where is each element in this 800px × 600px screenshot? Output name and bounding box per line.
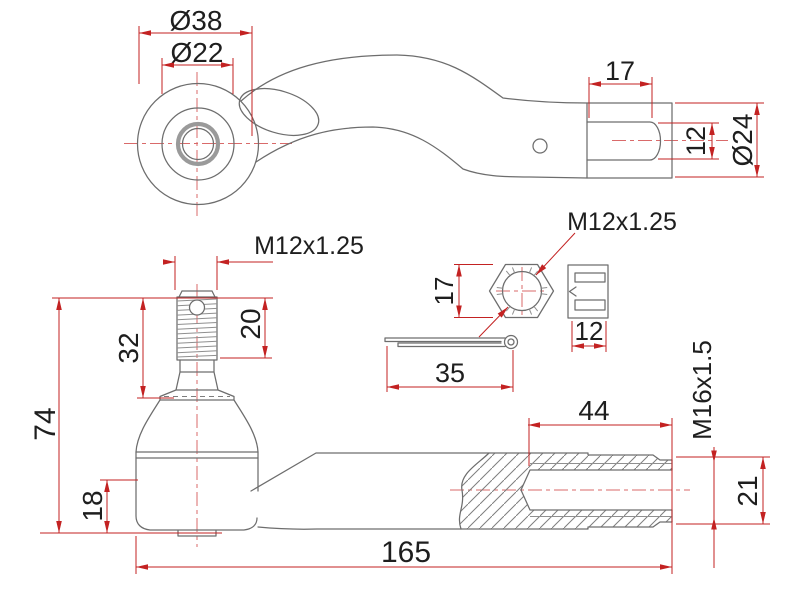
dim-dia38: Ø38	[138, 5, 253, 136]
cotter-pin-loop-outer	[503, 334, 519, 350]
dim-label-dia22: Ø22	[171, 37, 224, 68]
nut-thread-callout: M12x1.25	[478, 208, 677, 338]
nut-thread-hole	[501, 270, 543, 312]
dim-dia22: Ø22	[161, 37, 234, 94]
internal-bore	[520, 469, 673, 511]
section-hatching	[459, 453, 672, 529]
nut-castellations	[496, 267, 548, 315]
dim-label-socket-17: 17	[605, 56, 635, 86]
ball-stud	[159, 290, 235, 401]
cotter-pin-hole	[188, 299, 206, 316]
dim-label-20: 20	[235, 308, 266, 339]
dim-20: 20	[220, 298, 272, 359]
dim-nut-17: 17	[429, 264, 493, 318]
nut-side-slots	[568, 272, 606, 311]
housing-and-boot	[135, 399, 259, 537]
cotter-pin	[384, 334, 519, 350]
stud-thread-label: M12x1.25	[254, 232, 364, 260]
castle-nut-side	[567, 264, 609, 319]
housing-body	[135, 451, 259, 537]
dim-label-nut-12: 12	[575, 316, 604, 346]
internal-thread-lines	[530, 463, 672, 517]
nut-centerlines	[496, 267, 548, 316]
dim-label-nut-17: 17	[429, 277, 459, 306]
dust-boot	[135, 399, 259, 459]
cotter-pin-prongs	[384, 337, 506, 348]
top-view: Ø38 Ø22 17 12 Ø24	[124, 5, 764, 218]
dim-32: 32	[113, 298, 174, 399]
dim-21: 21	[676, 456, 770, 525]
ball-stud-hole	[181, 127, 215, 161]
arm-lower-edge	[255, 126, 588, 179]
dim-label-18: 18	[77, 490, 108, 521]
arm-hole	[532, 138, 548, 154]
dim-stud-thread: M12x1.25	[163, 232, 364, 290]
dim-label-165: 165	[381, 536, 431, 569]
dim-label-dia24: Ø24	[727, 114, 758, 167]
arm-boss-outline	[238, 87, 320, 137]
cotter-pin-loop-inner	[507, 338, 515, 346]
dim-dia24: Ø24	[675, 102, 764, 178]
dim-label-dia38: Ø38	[170, 5, 223, 36]
dim-label-slot-12: 12	[681, 126, 711, 156]
socket-outline	[586, 102, 673, 179]
ball-housing-outer-circle	[136, 82, 260, 206]
rod-tube	[250, 452, 673, 530]
dim-nut-12: 12	[571, 316, 607, 352]
dim-165: 165	[135, 418, 673, 574]
side-view: M12x1.25 74 32 20 18	[29, 232, 770, 574]
dim-socket-17: 17	[588, 56, 653, 118]
dim-label-21: 21	[732, 475, 763, 506]
nut-side-outline	[567, 264, 609, 319]
dim-label-32: 32	[113, 332, 144, 363]
dim-label-pin-35: 35	[435, 358, 465, 388]
nut-thread-label: M12x1.25	[567, 208, 677, 236]
socket-slot	[586, 121, 662, 161]
dim-44: 44	[528, 395, 672, 466]
rod-thread-callout: M16x1.5	[687, 340, 717, 568]
section-break-line	[458, 452, 490, 530]
dim-pin-35: 35	[386, 346, 514, 392]
dim-label-74: 74	[29, 407, 62, 440]
rod-thread-label: M16x1.5	[687, 340, 717, 440]
dim-74: 74	[29, 298, 62, 533]
castle-nut-front	[488, 263, 555, 319]
arm-upper-edge	[240, 54, 588, 104]
ball-housing-inner-circle	[161, 107, 235, 181]
ball-bearing-ring	[175, 121, 221, 167]
dim-label-44: 44	[578, 395, 609, 426]
dim-18: 18	[77, 479, 138, 533]
dim-slot-12: 12	[658, 122, 719, 160]
